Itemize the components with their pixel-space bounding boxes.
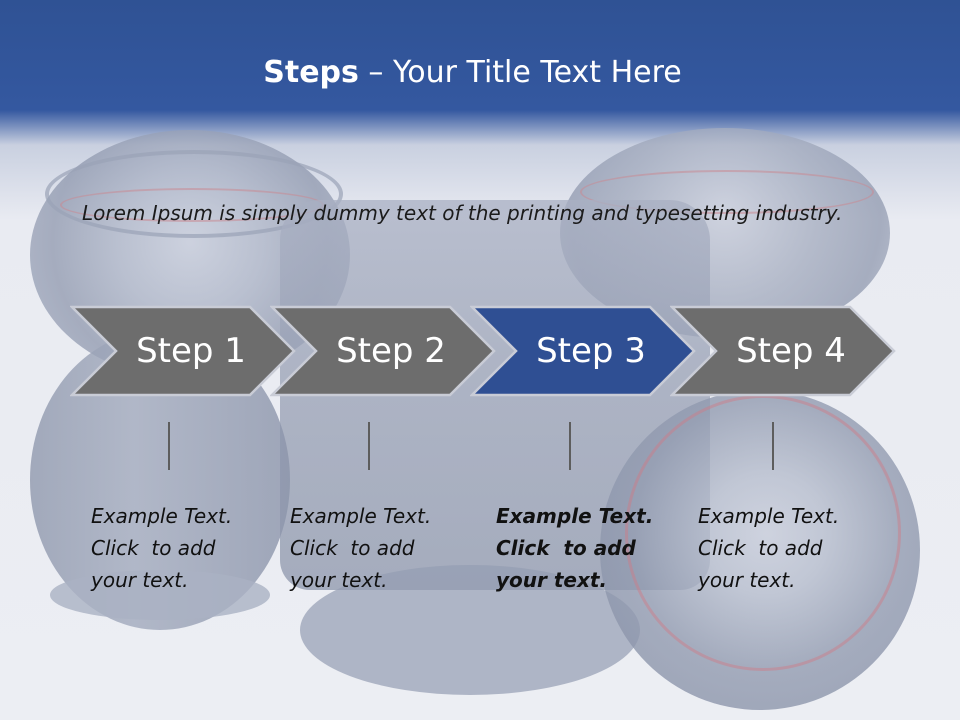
camera-grip-image: [300, 565, 640, 695]
connector-line: [368, 422, 370, 470]
desc-line: Click to add: [91, 536, 216, 560]
title-rest: – Your Title Text Here: [358, 55, 682, 90]
step-2-label: Step 2: [336, 331, 446, 371]
connector-line: [569, 422, 571, 470]
desc-line: Example Text.: [290, 504, 432, 528]
step-1-label: Step 1: [136, 331, 246, 371]
desc-line: Example Text.: [91, 504, 233, 528]
desc-line: your text.: [496, 568, 608, 592]
step-4-description[interactable]: Example Text. Click to add your text.: [698, 500, 878, 596]
step-2-description[interactable]: Example Text. Click to add your text.: [290, 500, 470, 596]
lens-red-ring-image: [625, 395, 901, 671]
step-1-description[interactable]: Example Text. Click to add your text.: [91, 500, 271, 596]
desc-line: your text.: [91, 568, 189, 592]
slide-title[interactable]: Steps – Your Title Text Here: [0, 55, 945, 90]
step-3-chevron[interactable]: Step 3: [470, 305, 696, 397]
chevron-shape: [670, 305, 896, 397]
desc-line: Click to add: [698, 536, 823, 560]
connector-line: [168, 422, 170, 470]
steps-row: Step 1 Step 2 Step 3 Step 4: [70, 305, 900, 397]
intro-text[interactable]: Lorem Ipsum is simply dummy text of the …: [82, 201, 843, 225]
chevron-shape: [470, 305, 696, 397]
desc-line: Example Text.: [698, 504, 840, 528]
lens-ring-image: [45, 150, 343, 238]
connector-line: [772, 422, 774, 470]
lens-red-ring-image: [580, 170, 874, 214]
chevron-shape: [70, 305, 296, 397]
desc-line: Click to add: [496, 536, 636, 560]
title-bold: Steps: [263, 55, 359, 90]
chevron-shape: [270, 305, 496, 397]
step-2-chevron[interactable]: Step 2: [270, 305, 496, 397]
step-3-description[interactable]: Example Text. Click to add your text.: [496, 500, 676, 596]
lens-mount-image: [50, 570, 270, 620]
step-1-chevron[interactable]: Step 1: [70, 305, 296, 397]
step-3-label: Step 3: [536, 331, 646, 371]
desc-line: your text.: [698, 568, 796, 592]
step-4-label: Step 4: [736, 331, 846, 371]
desc-line: your text.: [290, 568, 388, 592]
desc-line: Click to add: [290, 536, 415, 560]
step-4-chevron[interactable]: Step 4: [670, 305, 896, 397]
desc-line: Example Text.: [496, 504, 654, 528]
